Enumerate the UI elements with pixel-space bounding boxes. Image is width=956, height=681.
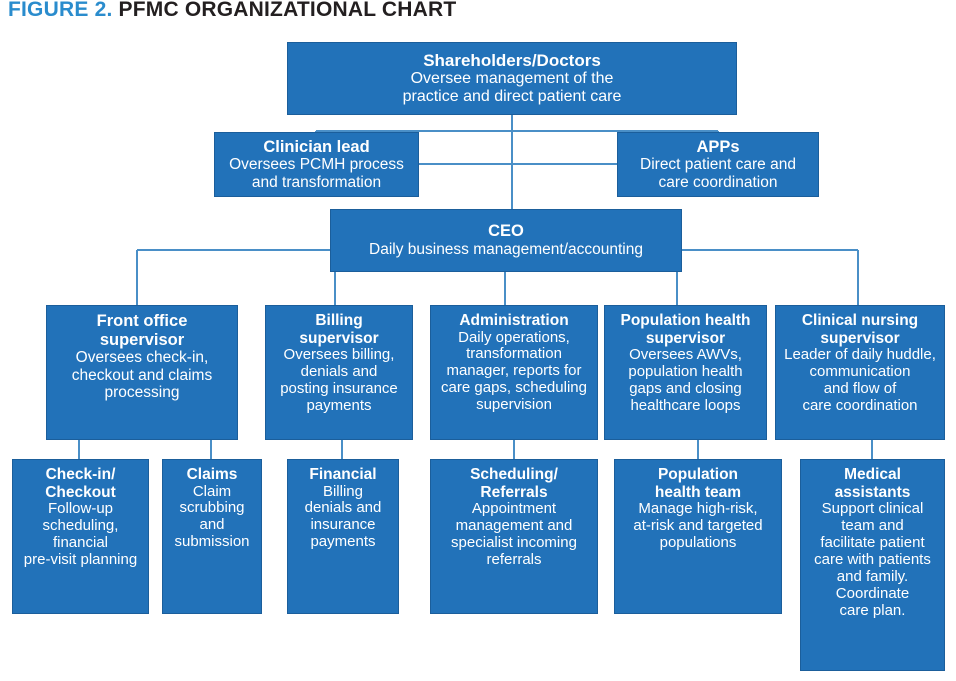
node-description: Oversees billing, denials and posting in… xyxy=(280,346,398,414)
node-title: Population health team xyxy=(654,466,742,501)
node-description: Oversees check-in, checkout and claims p… xyxy=(71,349,213,402)
node-title: APPs xyxy=(696,137,740,156)
node-description: Claim scrubbing and submission xyxy=(174,482,250,551)
node-title: Front office supervisor xyxy=(96,312,188,349)
node-apps[interactable]: APPs Direct patient care and care coordi… xyxy=(617,132,819,197)
node-population-health-team[interactable]: Population health team Manage high-risk,… xyxy=(614,459,782,614)
node-front-office-supervisor[interactable]: Front office supervisor Oversees check-i… xyxy=(46,305,238,440)
node-title: Shareholders/Doctors xyxy=(423,50,601,70)
node-title: Scheduling/ Referrals xyxy=(470,466,558,501)
node-claims[interactable]: Claims Claim scrubbing and submission xyxy=(162,459,262,614)
node-description: Manage high-risk, at-risk and targeted p… xyxy=(633,500,763,551)
node-ceo[interactable]: CEO Daily business management/accounting xyxy=(330,209,682,272)
node-title: Check-in/ Checkout xyxy=(45,466,116,501)
node-check-in-checkout[interactable]: Check-in/ Checkout Follow-up scheduling,… xyxy=(12,459,149,614)
node-description: Oversee management of the practice and d… xyxy=(402,70,622,106)
node-shareholders[interactable]: Shareholders/Doctors Oversee management … xyxy=(287,42,737,115)
node-title: Clinical nursing supervisor xyxy=(801,312,919,347)
node-title: Population health supervisor xyxy=(620,312,751,347)
node-scheduling-referrals[interactable]: Scheduling/ Referrals Appointment manage… xyxy=(430,459,598,614)
figure-number: FIGURE 2. xyxy=(8,0,113,21)
node-description: Direct patient care and care coordinatio… xyxy=(640,156,796,191)
node-title: Billing supervisor xyxy=(299,312,379,347)
node-title: CEO xyxy=(488,222,524,241)
node-title: Claims xyxy=(186,466,238,483)
node-description: Daily business management/accounting xyxy=(369,241,643,259)
node-clinical-nursing-supervisor[interactable]: Clinical nursing supervisor Leader of da… xyxy=(775,305,945,440)
node-title: Administration xyxy=(459,312,569,329)
node-description: Leader of daily huddle, communication an… xyxy=(784,346,936,414)
node-financial[interactable]: Financial Billing denials and insurance … xyxy=(287,459,399,614)
node-title: Financial xyxy=(309,466,377,483)
node-description: Oversees AWVs, population health gaps an… xyxy=(628,346,743,414)
node-description: Support clinical team and facilitate pat… xyxy=(814,500,931,619)
node-medical-assistants[interactable]: Medical assistants Support clinical team… xyxy=(800,459,945,671)
node-description: Oversees PCMH process and transformation xyxy=(229,156,404,191)
node-description: Appointment management and specialist in… xyxy=(451,500,577,568)
figure-title: FIGURE 2. PFMC ORGANIZATIONAL CHART xyxy=(8,0,456,22)
figure-name: PFMC ORGANIZATIONAL CHART xyxy=(118,0,457,21)
node-clinician-lead[interactable]: Clinician lead Oversees PCMH process and… xyxy=(214,132,419,197)
node-description: Daily operations, transformation manager… xyxy=(441,328,587,414)
node-description: Follow-up scheduling, financial pre-visi… xyxy=(23,500,138,568)
node-population-health-supervisor[interactable]: Population health supervisor Oversees AW… xyxy=(604,305,767,440)
node-description: Billing denials and insurance payments xyxy=(304,482,382,551)
node-billing-supervisor[interactable]: Billing supervisor Oversees billing, den… xyxy=(265,305,413,440)
node-title: Medical assistants xyxy=(834,466,911,501)
node-administration[interactable]: Administration Daily operations, transfo… xyxy=(430,305,598,440)
node-title: Clinician lead xyxy=(263,137,370,156)
